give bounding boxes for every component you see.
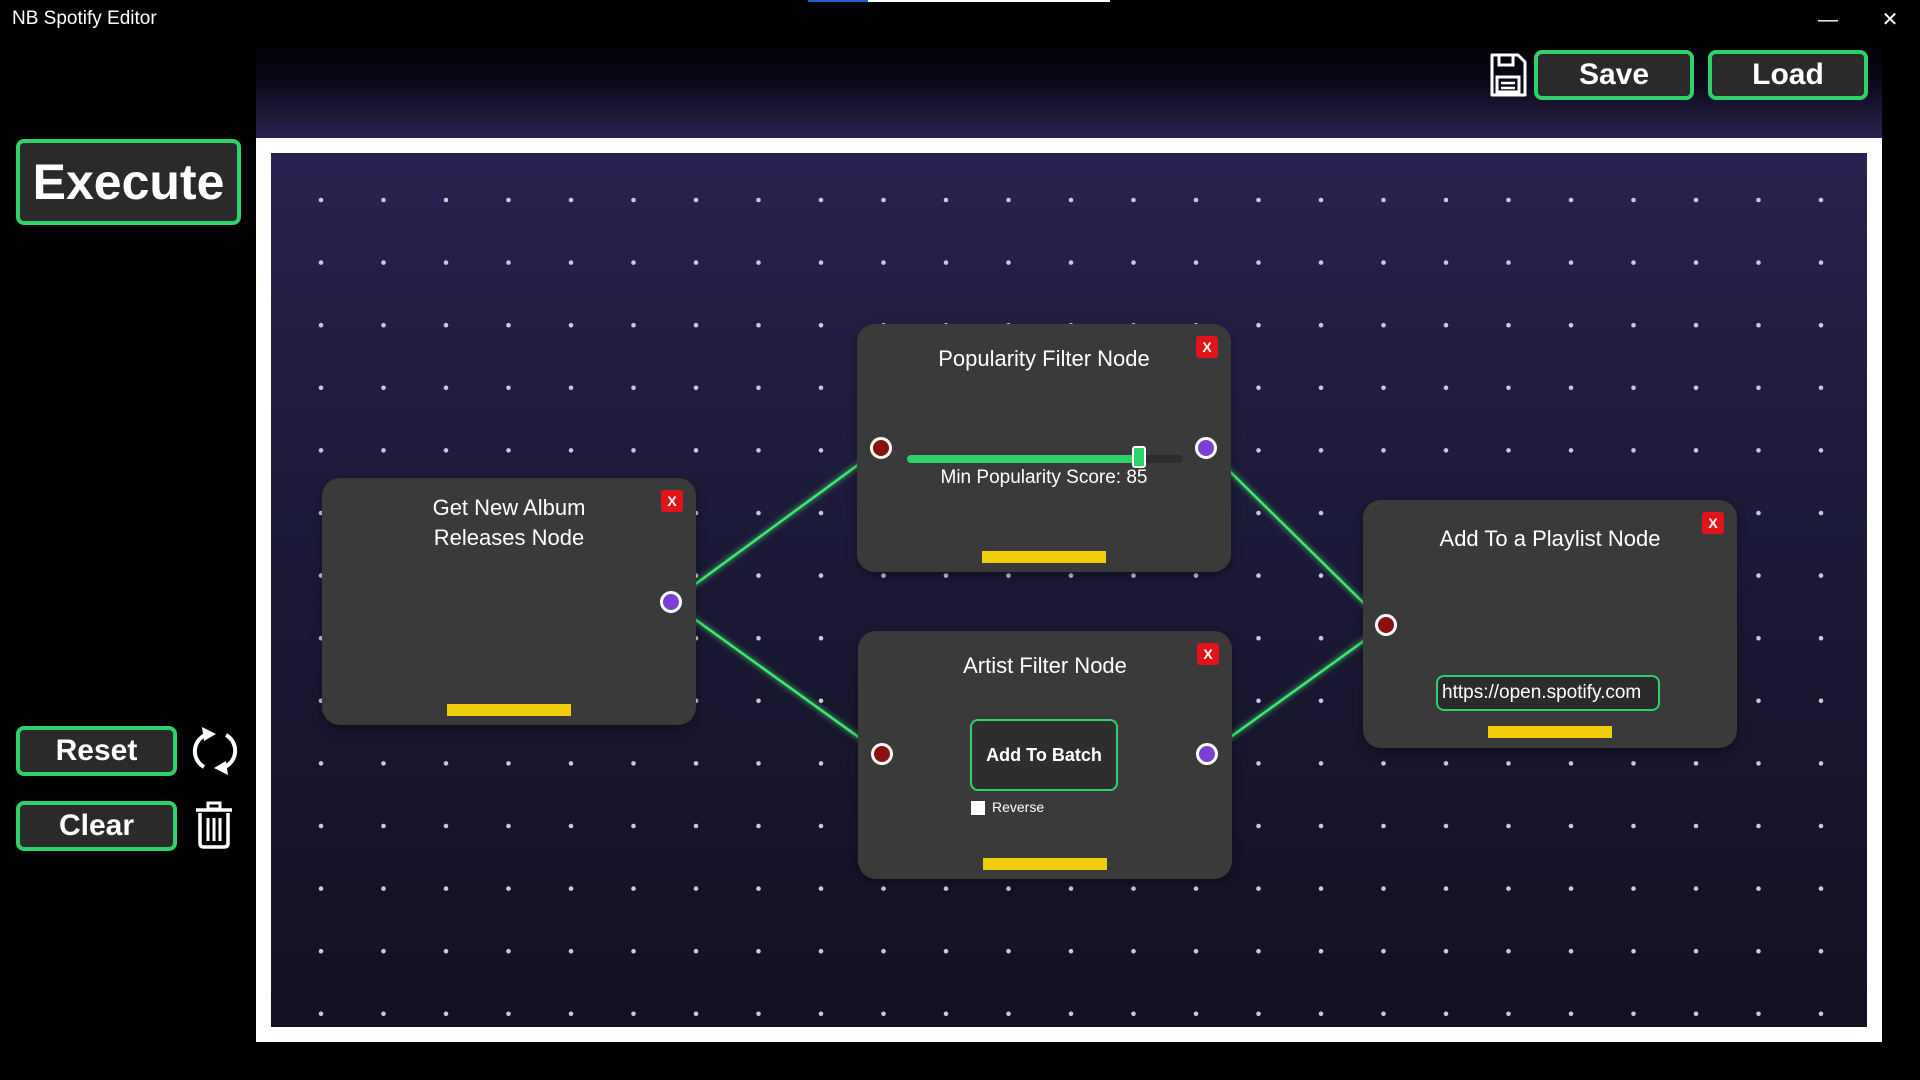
close-node-button[interactable]: X [661, 490, 683, 512]
artist-filter-node[interactable]: Artist Filter Node X Add To Batch Revers… [858, 631, 1232, 879]
playlist-url-input[interactable]: https://open.spotify.com [1436, 675, 1660, 711]
input-port[interactable] [871, 743, 893, 765]
slider-thumb[interactable] [1132, 446, 1146, 468]
add-to-batch-button[interactable]: Add To Batch [970, 719, 1118, 791]
popularity-filter-node[interactable]: Popularity Filter Node X Min Popularity … [857, 324, 1231, 572]
album-releases-node[interactable]: Get New Album Releases Node X [322, 478, 696, 725]
reset-icon[interactable] [192, 727, 238, 775]
node-title: Artist Filter Node [963, 653, 1127, 678]
slider-fill [907, 455, 1142, 463]
node-status-bar [1488, 726, 1612, 738]
close-window-button[interactable]: ✕ [1881, 9, 1899, 31]
execute-button[interactable]: Execute [16, 139, 241, 225]
popularity-slider[interactable] [907, 446, 1183, 468]
node-status-bar [982, 551, 1106, 563]
reverse-label: Reverse [992, 799, 1045, 815]
floppy-disk-icon[interactable] [1488, 52, 1528, 98]
add-to-playlist-node[interactable]: Add To a Playlist Node X https://open.sp… [1363, 500, 1737, 748]
input-port[interactable] [870, 437, 892, 459]
app-title: NB Spotify Editor [12, 8, 157, 29]
reverse-checkbox[interactable] [971, 801, 985, 815]
slider-value-label: Min Popularity Score: 85 [940, 467, 1148, 488]
node-status-bar [983, 858, 1107, 870]
output-port[interactable] [660, 591, 682, 613]
node-title: Popularity Filter Node [938, 346, 1150, 371]
minimize-button[interactable]: — [1818, 9, 1838, 31]
load-button[interactable]: Load [1708, 50, 1868, 100]
input-port[interactable] [1375, 614, 1397, 636]
close-node-button[interactable]: X [1702, 512, 1724, 534]
node-title: Get New Album Releases Node [432, 495, 586, 550]
node-title: Add To a Playlist Node [1439, 526, 1661, 551]
trash-icon[interactable] [194, 801, 234, 849]
close-node-button[interactable]: X [1197, 643, 1219, 665]
node-status-bar [447, 704, 571, 716]
output-port[interactable] [1196, 743, 1218, 765]
clear-button[interactable]: Clear [16, 801, 177, 851]
output-port[interactable] [1195, 437, 1217, 459]
title-bar: NB Spotify Editor — ✕ [0, 0, 1920, 40]
close-node-button[interactable]: X [1196, 336, 1218, 358]
reset-button[interactable]: Reset [16, 726, 177, 776]
node-canvas[interactable]: Get New Album Releases Node X Popularity… [271, 153, 1867, 1027]
loading-strip [808, 0, 1110, 2]
save-button[interactable]: Save [1534, 50, 1694, 100]
